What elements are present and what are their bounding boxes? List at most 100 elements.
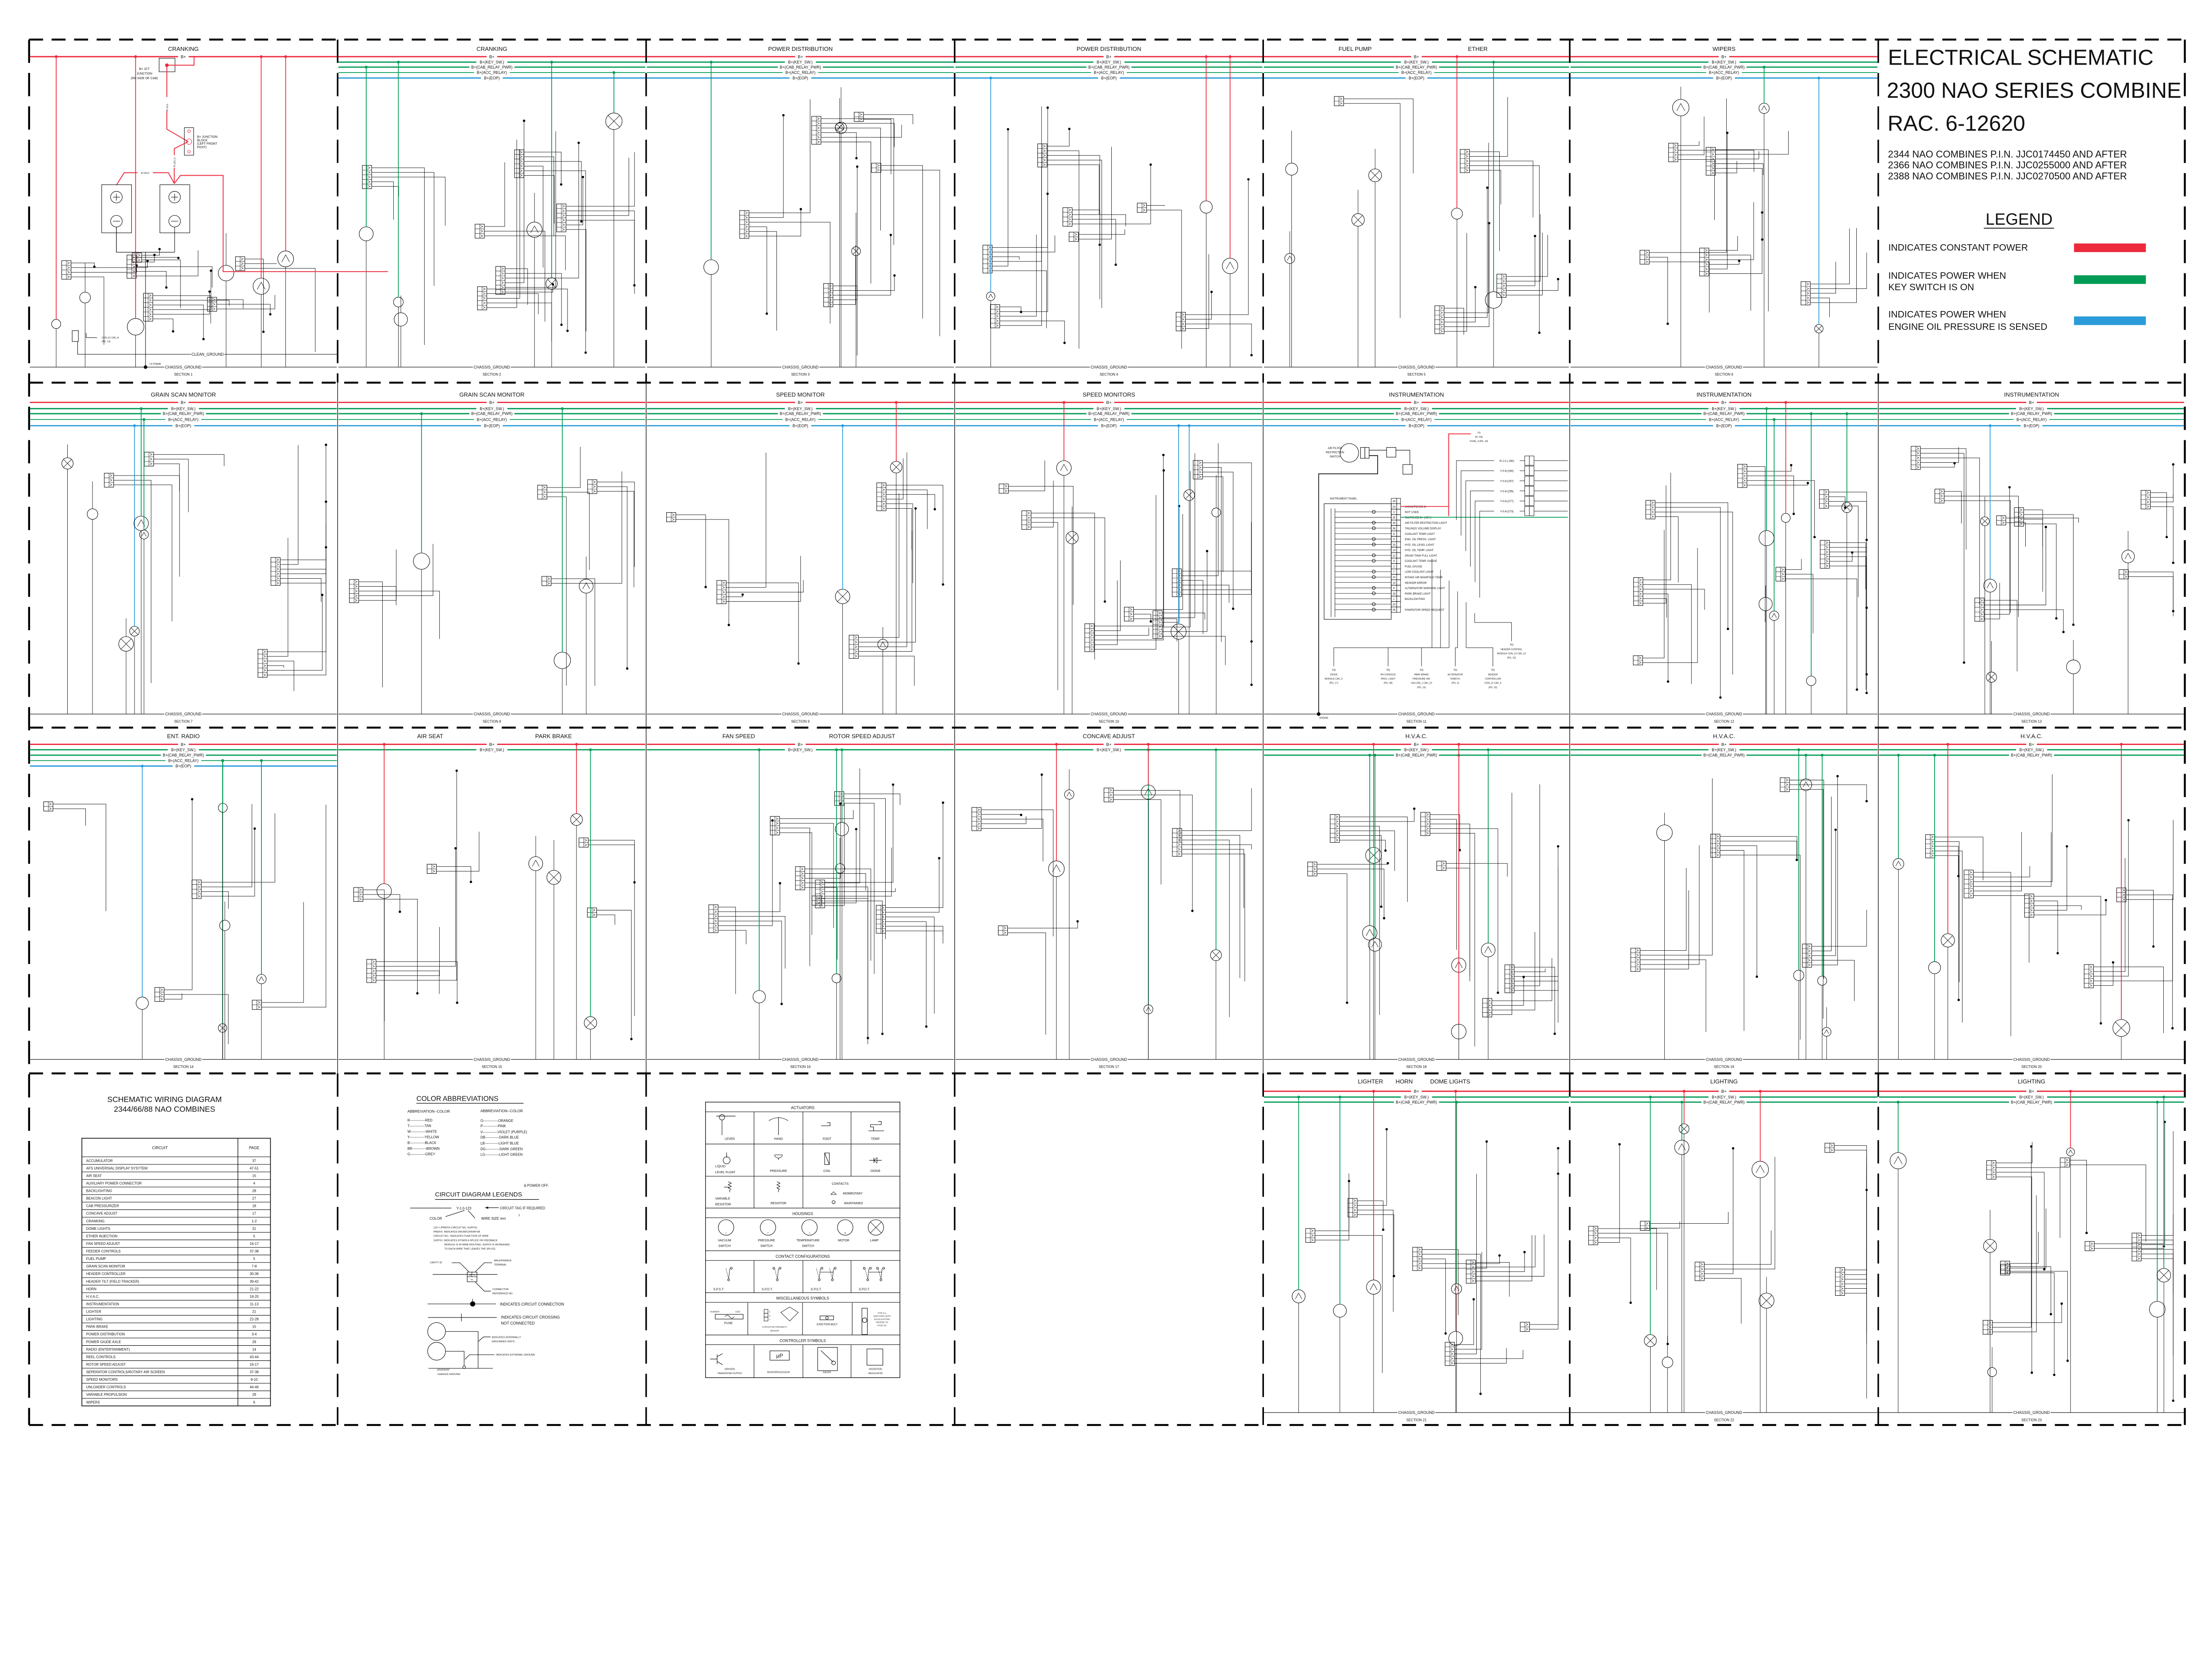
sensor-glyph xyxy=(2124,553,2131,559)
wire xyxy=(1996,1142,2032,1164)
terminal-chevron-icon xyxy=(817,127,820,130)
section-title: SPEED MONITORS xyxy=(1083,391,1135,398)
pin-number: 20 xyxy=(1392,603,1395,606)
bus-tap-dot xyxy=(1457,743,1460,746)
terminal-chevron-icon xyxy=(2122,889,2125,892)
wire xyxy=(780,832,812,935)
lamp-symbol xyxy=(61,444,73,714)
arrow-icon xyxy=(475,1262,492,1272)
circuit-page: 30-36 xyxy=(250,1272,259,1276)
sensor-symbol xyxy=(526,192,542,367)
wire xyxy=(1078,229,1125,235)
wire xyxy=(1643,593,1668,682)
component-symbol xyxy=(831,1360,836,1365)
connector-block xyxy=(990,106,1066,344)
terminal-chevron-icon xyxy=(149,299,152,302)
label-gap xyxy=(2012,1409,2051,1416)
instrument-panel-pin: 20 xyxy=(1335,601,1401,607)
wire xyxy=(1812,910,1867,947)
circuit-name: BEACON LIGHT xyxy=(86,1197,112,1201)
power-bus-b-plus-label: B+ xyxy=(1106,742,1112,747)
terminal-chevron-icon xyxy=(1510,979,1513,983)
power-bus-key-sw-label: B+(KEY_SW.) xyxy=(171,407,196,411)
terminal-chevron-icon xyxy=(1178,848,1181,851)
wire xyxy=(1047,150,1079,349)
terminal-chevron-icon xyxy=(1450,1348,1453,1351)
label-gap xyxy=(2026,1088,2037,1094)
wire xyxy=(1506,236,1536,286)
wire xyxy=(867,1268,869,1279)
wire xyxy=(1454,1350,1524,1359)
terminal-chevron-icon xyxy=(1426,827,1429,830)
power-bus-b-plus-label: B+ xyxy=(2029,742,2034,747)
wire xyxy=(1678,159,1715,220)
connector-block xyxy=(1802,775,1867,1001)
wire xyxy=(1430,828,1498,993)
connector-block xyxy=(1963,774,2053,1037)
wire xyxy=(821,118,894,245)
label-gap xyxy=(1093,747,1125,753)
splice-dot xyxy=(1103,600,1106,603)
connector-block xyxy=(257,443,327,691)
component-symbol xyxy=(187,150,191,154)
terminal-chevron-icon xyxy=(1335,825,1339,828)
terminal-chevron-icon xyxy=(1781,577,1784,580)
label-gap xyxy=(1086,411,1132,417)
engine-ground-dot xyxy=(1317,712,1321,716)
connector-block xyxy=(144,452,225,512)
terminal-chevron-icon xyxy=(2006,1270,2009,1273)
transistor-icon xyxy=(717,1361,723,1365)
label-gap xyxy=(1091,417,1127,422)
terminal-chevron-icon xyxy=(1594,1227,1597,1230)
color-abbreviation: G-------------GREY xyxy=(407,1152,435,1156)
wire xyxy=(1339,826,1380,1015)
wire xyxy=(1094,580,1118,645)
terminal-chevron-icon xyxy=(372,979,375,982)
wire xyxy=(819,1268,821,1279)
splice-dot xyxy=(1498,1254,1501,1257)
maintained-contact-icon xyxy=(832,1200,836,1204)
label-gap xyxy=(781,711,820,717)
terminal-chevron-icon xyxy=(1109,798,1112,801)
wire xyxy=(820,1350,833,1363)
label: M xyxy=(845,1232,846,1234)
splice-dot xyxy=(1629,1301,1632,1304)
connector-block xyxy=(1633,472,1705,684)
symbol-label: TEMPERATURE xyxy=(796,1239,820,1242)
pin-number: 12 xyxy=(1392,554,1395,557)
terminal-chevron-icon xyxy=(2137,1239,2140,1241)
wire xyxy=(1996,1167,2060,1238)
wire xyxy=(992,270,1047,328)
terminal-chevron-icon xyxy=(276,572,279,575)
wire xyxy=(1973,872,2011,1037)
power-bus-key-sw-label: B+(KEY_SW.) xyxy=(480,748,504,752)
wire-destination-note: MODULE CON_21 CAV_12 xyxy=(1497,653,1526,655)
section-number: SECTION 13 xyxy=(2021,719,2042,723)
wire xyxy=(1935,846,1959,876)
wire-destination-note: (PG. 32) xyxy=(1489,686,1498,689)
component-symbol xyxy=(862,1317,868,1323)
motor-symbol xyxy=(218,233,234,367)
wire xyxy=(358,544,434,596)
power-bus-key-sw-label: B+(KEY_SW.) xyxy=(1097,748,1121,752)
splice-dot xyxy=(1834,828,1837,831)
wire xyxy=(833,275,895,291)
label-gap xyxy=(469,64,515,70)
wire xyxy=(1789,780,1824,979)
terminal-chevron-icon xyxy=(1825,550,1828,553)
motor-symbol xyxy=(413,412,430,714)
chassis-ground-line-label: CHASSIS_GROUND xyxy=(1398,365,1435,369)
wire xyxy=(1598,1228,1657,1290)
section-title: INSTRUMENTATION xyxy=(1389,391,1444,398)
frame-ground-dot xyxy=(143,365,147,369)
section-number: SECTION 1 xyxy=(174,373,193,376)
connector-block xyxy=(998,460,1074,605)
bus-tap-dot xyxy=(2069,1090,2072,1093)
symbol-label: D.P.D.T. xyxy=(859,1288,870,1291)
